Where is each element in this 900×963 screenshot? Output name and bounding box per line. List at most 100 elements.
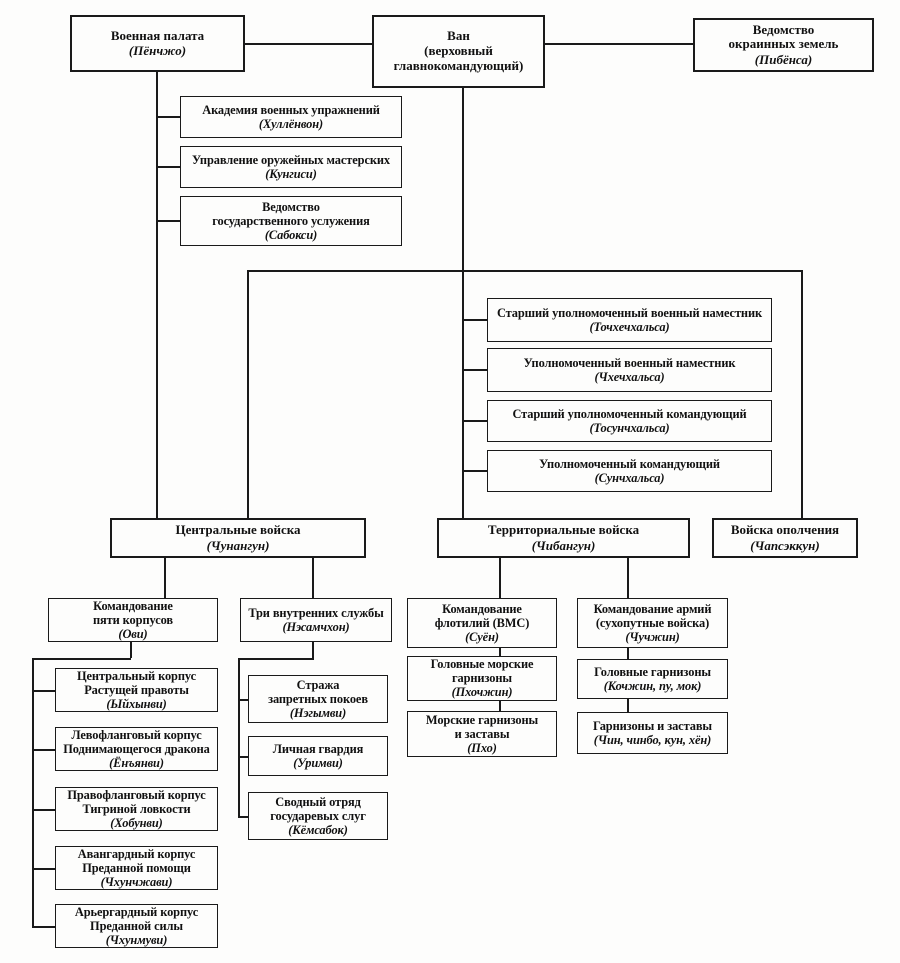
node-title: Личная гвардия <box>272 741 364 756</box>
node-native-name: (Пёнчжо) <box>128 43 187 59</box>
connector-line <box>247 270 803 272</box>
node-title: Ведомство окраинных земель <box>728 21 839 52</box>
node-forbidden-chambers-guard: Стража запретных покоев (Нэгымви) <box>248 675 388 723</box>
node-title: Командование флотилий (ВМС) <box>434 601 530 630</box>
node-title: Ведомство государственного услужения <box>212 199 370 228</box>
connector-line <box>156 72 158 518</box>
connector-line <box>238 699 248 701</box>
node-border-defense-office: Ведомство окраинных земель (Пибёнса) <box>693 18 874 72</box>
node-armory-directorate: Управление оружейных мастерских (Кунгиси… <box>180 146 402 188</box>
connector-line <box>462 470 487 472</box>
connector-line <box>462 369 487 371</box>
node-native-name: (Сабокси) <box>264 227 318 242</box>
connector-line <box>238 816 248 818</box>
connector-line <box>32 749 55 751</box>
node-native-name: (Хуллёнвон) <box>258 116 324 131</box>
node-native-name: (Нэсамчхон) <box>282 619 350 634</box>
node-native-name: (Нэгымви) <box>289 705 347 720</box>
node-title: Правофланговый корпус Тигриной ловкости <box>67 787 206 816</box>
node-title: Авангардный корпус Преданной помощи <box>77 846 196 875</box>
node-corps-central: Центральный корпус Растущей правоты (Ыйх… <box>55 668 218 712</box>
node-title: Сводный отряд государевых слуг <box>270 794 366 823</box>
node-title: Головные морские гарнизоны <box>430 657 534 686</box>
node-title: Стража запретных покоев <box>268 677 368 706</box>
node-native-name: (Чхечхальса) <box>594 369 665 384</box>
node-title: Территориальные войска <box>487 522 640 538</box>
node-three-inner-services: Три внутренних службы (Нэсамчхон) <box>240 598 392 642</box>
node-garrisons-outposts: Гарнизоны и заставы (Чин, чинбо, кун, хё… <box>577 712 728 754</box>
node-title: Три внутренних службы <box>248 605 384 620</box>
connector-line <box>156 116 180 118</box>
node-native-name: (Кунгиси) <box>265 166 317 181</box>
node-van-supreme-commander: Ван (верховный главнокомандующий) <box>372 15 545 88</box>
node-title: Командование армий (сухопутные войска) <box>593 601 712 630</box>
node-army-command: Командование армий (сухопутные войска) (… <box>577 598 728 648</box>
node-title: Ван (верховный главнокомандующий) <box>393 28 524 73</box>
node-native-name: (Ыйхынви) <box>106 696 167 711</box>
node-title: Центральный корпус Растущей правоты <box>77 668 196 697</box>
node-head-garrisons: Головные гарнизоны (Кочжин, пу, мок) <box>577 659 728 699</box>
node-military-chamber: Военная палата (Пёнчжо) <box>70 15 245 72</box>
node-native-name: (Ёнъянви) <box>109 755 164 770</box>
node-native-name: (Чапсэккун) <box>750 537 820 553</box>
node-native-name: (Чхунчжави) <box>100 874 173 889</box>
node-native-name: (Тосунчхальса) <box>589 420 670 435</box>
node-militia-troops: Войска ополчения (Чапсэккун) <box>712 518 858 558</box>
connector-line <box>462 420 487 422</box>
connector-line <box>32 658 131 660</box>
node-central-troops: Центральные войска (Чунангун) <box>110 518 366 558</box>
node-title: Военная палата <box>110 27 205 43</box>
node-title: Командование пяти корпусов <box>93 598 173 627</box>
connector-line <box>238 658 240 816</box>
node-title: Старший уполномоченный командующий <box>512 406 747 421</box>
node-title: Центральные войска <box>175 522 301 538</box>
node-native-name: (Пибёнса) <box>754 52 813 68</box>
connector-line <box>130 642 132 658</box>
node-native-name: (Ови) <box>118 626 148 641</box>
connector-line <box>238 756 248 758</box>
node-native-name: (Сунчхальса) <box>594 470 665 485</box>
node-native-name: (Уримви) <box>293 755 343 770</box>
node-senior-commissioner-governor: Старший уполномоченный военный наместник… <box>487 298 772 342</box>
node-title: Управление оружейных мастерских <box>191 152 391 167</box>
node-territorial-troops: Территориальные войска (Чибангун) <box>437 518 690 558</box>
connector-line <box>627 558 629 598</box>
connector-line <box>499 700 501 712</box>
node-senior-commissioner-commander: Старший уполномоченный командующий (Тосу… <box>487 400 772 442</box>
node-native-name: (Чин, чинбо, кун, хён) <box>593 732 712 747</box>
connector-line <box>462 319 487 321</box>
node-native-name: (Пхочжин) <box>451 685 513 700</box>
node-native-name: (Суён) <box>465 629 499 644</box>
connector-line <box>245 43 372 45</box>
connector-line <box>32 926 55 928</box>
node-native-name: (Кочжин, пу, мок) <box>603 678 702 693</box>
node-military-academy: Академия военных упражнений (Хуллёнвон) <box>180 96 402 138</box>
connector-line <box>801 270 803 518</box>
node-native-name: (Точхечхальса) <box>589 319 670 334</box>
node-native-name: (Чучжин) <box>625 629 680 644</box>
connector-line <box>32 809 55 811</box>
connector-line <box>627 648 629 659</box>
node-personal-guard: Личная гвардия (Уримви) <box>248 736 388 776</box>
node-fleet-command: Командование флотилий (ВМС) (Суён) <box>407 598 557 648</box>
connector-line <box>32 658 34 927</box>
node-native-name: (Пхо) <box>467 740 497 755</box>
connector-line <box>164 558 166 598</box>
connector-line <box>545 43 693 45</box>
node-native-name: (Чхунмуви) <box>105 932 168 947</box>
node-state-service-office: Ведомство государственного услужения (Са… <box>180 196 402 246</box>
connector-line <box>156 220 180 222</box>
node-commissioner-commander: Уполномоченный командующий (Сунчхальса) <box>487 450 772 492</box>
connector-line <box>238 658 314 660</box>
connector-line <box>627 698 629 713</box>
node-native-name: (Чунангун) <box>206 537 270 553</box>
connector-line <box>247 270 249 518</box>
node-corps-vanguard: Авангардный корпус Преданной помощи (Чху… <box>55 846 218 890</box>
connector-line <box>32 868 55 870</box>
node-corps-left-flank: Левофланговый корпус Поднимающегося драк… <box>55 727 218 771</box>
node-head-naval-garrisons: Головные морские гарнизоны (Пхочжин) <box>407 656 557 701</box>
node-title: Уполномоченный командующий <box>539 456 720 471</box>
connector-line <box>499 648 501 656</box>
node-title: Гарнизоны и заставы <box>593 718 712 733</box>
